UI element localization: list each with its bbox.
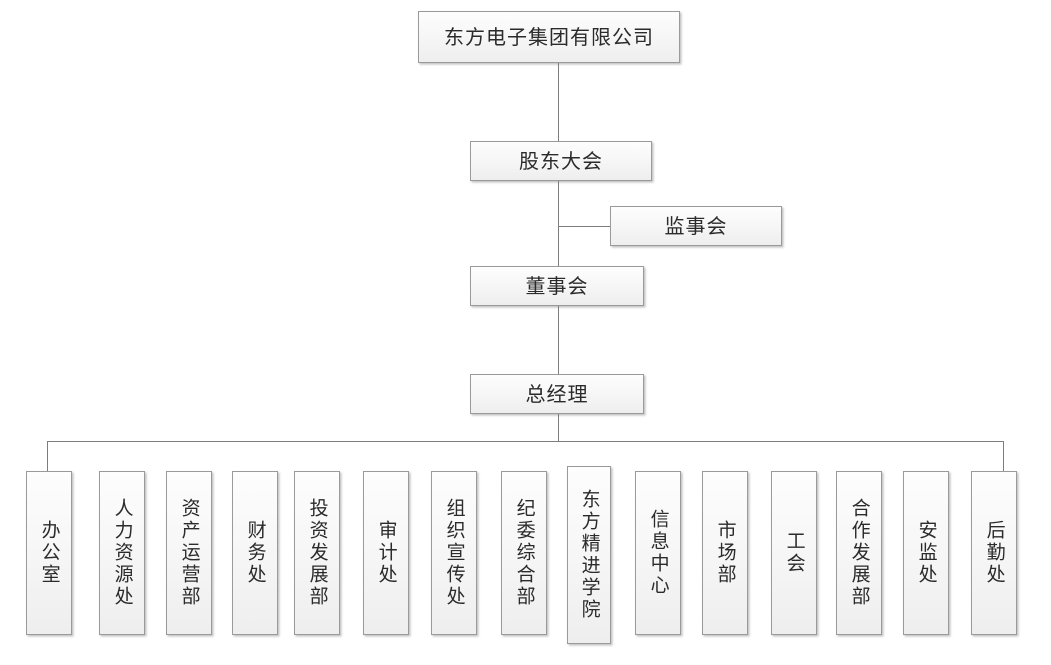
connector-company-to-shareholders — [558, 63, 559, 141]
node-department-asset-operation[interactable]: 资产运营部 — [166, 471, 212, 635]
node-department-marketing[interactable]: 市场部 — [702, 471, 748, 635]
node-company[interactable]: 东方电子集团有限公司 — [418, 11, 680, 63]
node-board-of-directors[interactable]: 董事会 — [470, 266, 644, 306]
node-department-logistics[interactable]: 后勤处 — [971, 471, 1017, 635]
node-department-investment-development[interactable]: 投资发展部 — [294, 471, 340, 635]
node-department-finance[interactable]: 财务处 — [232, 471, 278, 635]
connector-department-bus — [47, 441, 1004, 442]
connector-board-to-general-manager — [558, 306, 559, 374]
node-department-organization-publicity[interactable]: 组织宣传处 — [431, 471, 477, 635]
node-department-labor-union[interactable]: 工会 — [771, 471, 817, 635]
connector-general-manager-to-bus — [558, 414, 559, 441]
connector-bus-to-first-department — [47, 441, 48, 471]
node-department-office[interactable]: 办公室 — [26, 471, 72, 635]
node-department-cooperation-development[interactable]: 合作发展部 — [836, 471, 882, 635]
node-department-information-center[interactable]: 信息中心 — [635, 471, 681, 635]
node-department-audit[interactable]: 审计处 — [363, 471, 409, 635]
node-board-of-supervisors[interactable]: 监事会 — [610, 206, 782, 246]
connector-shareholders-to-board — [558, 181, 559, 266]
node-department-discipline-inspection[interactable]: 纪委综合部 — [501, 471, 547, 635]
node-general-manager[interactable]: 总经理 — [470, 374, 644, 414]
connector-bus-to-last-department — [1003, 441, 1004, 471]
node-department-human-resources[interactable]: 人力资源处 — [99, 471, 145, 635]
node-department-safety-supervision[interactable]: 安监处 — [903, 471, 949, 635]
node-shareholders-meeting[interactable]: 股东大会 — [470, 141, 652, 181]
node-department-dongfang-academy[interactable]: 东方精进学院 — [567, 466, 611, 644]
connector-branch-supervisors — [558, 226, 610, 227]
